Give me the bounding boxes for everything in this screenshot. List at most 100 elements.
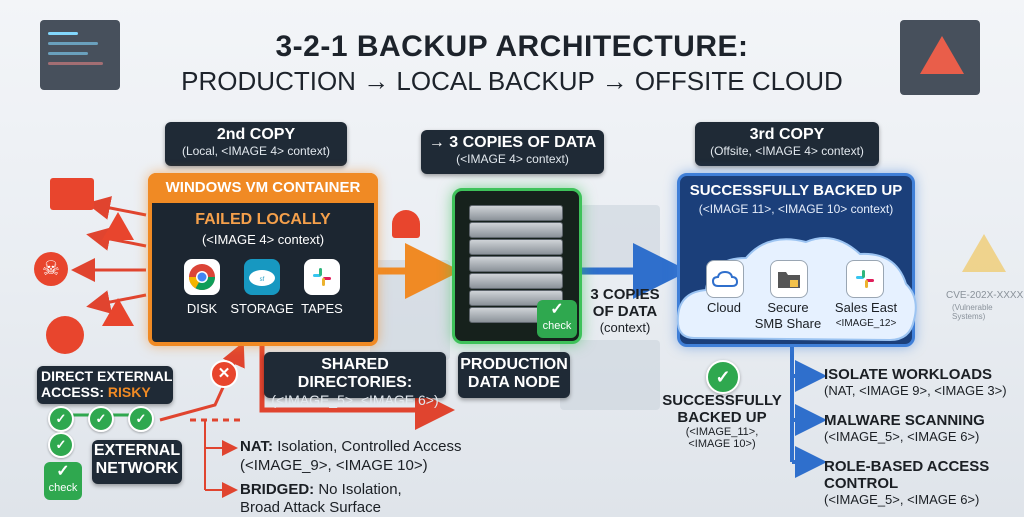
middle-copies-3: (context)	[599, 320, 651, 335]
check-icon: ✓	[706, 360, 740, 394]
smb-app-label: Secure	[767, 300, 809, 315]
branch-nat	[204, 420, 232, 490]
background-panel	[560, 340, 660, 410]
slack-icon	[846, 260, 884, 298]
middle-copies-2: OF DATA	[592, 303, 658, 320]
cloud-container: SUCCESSFULLY BACKED UP (<IMAGE 11>, <IMA…	[676, 173, 917, 347]
arrow-risk-1	[86, 196, 147, 220]
check-icon: ✓	[128, 406, 154, 432]
external-check-badge: ✓ check	[44, 462, 82, 500]
background-monitor-left	[40, 20, 120, 90]
skull-icon: ☠	[34, 252, 68, 286]
nat-desc: Isolation, Controlled Access	[277, 438, 462, 455]
cloud-header: SUCCESSFULLY BACKED UP	[689, 182, 903, 199]
malware-scanning-item: MALWARE SCANNING (<IMAGE_5>, <IMAGE 6>)	[824, 412, 985, 444]
vm-header: WINDOWS VM CONTAINER	[148, 173, 378, 203]
smb-app-sub: SMB Share	[754, 316, 822, 331]
chrome-icon	[184, 259, 220, 295]
backed-up-1: SUCCESSFULLY	[662, 392, 782, 409]
sales-app-sub: <IMAGE_12>	[835, 318, 897, 329]
three-copies-tag: → 3 COPIES OF DATA (<IMAGE 4> context)	[421, 130, 604, 174]
external-check-label: check	[48, 482, 78, 494]
backed-up-note: SUCCESSFULLY BACKED UP (<IMAGE_11>, <IMA…	[660, 392, 784, 450]
backed-up-3: (<IMAGE_11>,	[685, 426, 759, 438]
second-copy-title: 2nd COPY	[216, 126, 296, 143]
vm-context: (<IMAGE 4> context)	[201, 232, 325, 247]
production-server	[452, 188, 582, 344]
blocked-icon: ✕	[210, 360, 238, 388]
direct-access-tag: DIRECT EXTERNAL ACCESS: RISKY	[37, 366, 173, 404]
direct-access-1: DIRECT EXTERNAL	[41, 368, 173, 384]
warning-icon	[102, 212, 134, 240]
nat-title: NAT:	[240, 438, 274, 455]
vm-status: FAILED LOCALLY	[195, 211, 331, 228]
shared-sub: (<IMAGE_5>, <IMAGE 6>)	[271, 392, 439, 408]
shared-title: SHARED DIRECTORIES:	[297, 356, 413, 391]
cloud-app-label: Cloud	[707, 300, 741, 315]
check-icon: ✓	[48, 406, 74, 432]
folder-lock-icon	[770, 260, 808, 298]
bridged-mode: BRIDGED: No Isolation,	[240, 481, 402, 498]
nat-mode: NAT: Isolation, Controlled Access	[240, 438, 461, 455]
third-copy-tag: 3rd COPY (Offsite, <IMAGE 4> context)	[695, 122, 879, 166]
sales-app-label: Sales East	[834, 300, 898, 315]
cve-sublabel: (Vulnerable Systems)	[952, 303, 993, 321]
check-icon: ✓	[550, 301, 564, 318]
second-copy-tag: 2nd COPY (Local, <IMAGE 4> context)	[165, 122, 347, 166]
production-node-label: PRODUCTION DATA NODE	[458, 352, 570, 398]
bridged-title: BRIDGED:	[240, 481, 315, 498]
warning-icon	[102, 298, 134, 326]
warning-icon	[962, 234, 1006, 272]
external-network-2: NETWORK	[95, 460, 179, 477]
risky-label: RISKY	[107, 384, 151, 400]
nat-sub: (<IMAGE_9>, <IMAGE 10>)	[240, 457, 428, 474]
background-monitor-right	[900, 20, 980, 95]
rbac-sub: (<IMAGE_5>, <IMAGE 6>)	[824, 492, 980, 507]
folder-lock-icon	[50, 178, 94, 210]
isolate-sub: (NAT, <IMAGE 9>, <IMAGE 3>)	[824, 383, 1007, 398]
salesforce-icon: sf	[244, 259, 280, 295]
three-copies-sub: (<IMAGE 4> context)	[456, 152, 569, 166]
isolate-title: ISOLATE WORKLOADS	[824, 366, 993, 383]
vm-container: WINDOWS VM CONTAINER FAILED LOCALLY (<IM…	[148, 173, 378, 346]
virus-icon	[46, 316, 84, 354]
direct-access-label: ACCESS:	[41, 384, 105, 400]
warning-icon	[920, 36, 964, 74]
middle-copies-label: 3 COPIES OF DATA (context)	[580, 286, 670, 335]
check-icon: ✓	[48, 432, 74, 458]
app-label-storage: STORAGE	[230, 301, 294, 316]
middle-copies-1: 3 COPIES	[590, 286, 660, 303]
three-copies-title: → 3 COPIES OF DATA	[428, 134, 597, 151]
shared-directories-tag: SHARED DIRECTORIES: (<IMAGE_5>, <IMAGE 6…	[264, 352, 446, 408]
arrow-shared	[259, 340, 455, 430]
slack-icon	[304, 259, 340, 295]
alarm-icon	[392, 210, 420, 238]
external-network-tag: EXTERNAL NETWORK	[92, 440, 182, 484]
direct-access-2: ACCESS: RISKY	[41, 384, 173, 400]
rbac-item: ROLE-BASED ACCESS CONTROL (<IMAGE_5>, <I…	[824, 458, 989, 507]
backed-up-2: BACKED UP	[677, 409, 767, 426]
app-label-tapes: TAPES	[301, 301, 343, 316]
svg-text:sf: sf	[260, 277, 265, 283]
bridged-desc: No Isolation,	[318, 481, 402, 498]
check-icon: ✓	[88, 406, 114, 432]
isolate-workloads-item: ISOLATE WORKLOADS (NAT, <IMAGE 9>, <IMAG…	[824, 366, 1007, 398]
cloud-context: (<IMAGE 11>, <IMAGE 10> context)	[698, 202, 894, 216]
third-copy-sub: (Offsite, <IMAGE 4> context)	[710, 144, 864, 158]
production-label-1: PRODUCTION	[460, 356, 568, 373]
cve-label: CVE-202X-XXXX	[946, 290, 1024, 301]
second-copy-sub: (Local, <IMAGE 4> context)	[181, 144, 331, 158]
malware-title: MALWARE SCANNING	[824, 412, 985, 429]
cloud-icon	[706, 260, 744, 298]
production-label-2: DATA NODE	[467, 374, 561, 391]
page-title: 3-2-1 BACKUP ARCHITECTURE:	[275, 30, 749, 63]
check-icon: ✓	[56, 463, 70, 480]
page-subtitle: PRODUCTION → LOCAL BACKUP → OFFSITE CLOU…	[181, 66, 843, 96]
third-copy-title: 3rd COPY	[749, 126, 825, 143]
bridged-desc2: Broad Attack Surface	[240, 499, 381, 516]
external-network-1: EXTERNAL	[93, 442, 181, 459]
backed-up-4: <IMAGE 10>)	[688, 438, 756, 450]
rbac-title2: CONTROL	[824, 475, 899, 492]
app-label-disk: DISK	[186, 301, 218, 316]
malware-sub: (<IMAGE_5>, <IMAGE 6>)	[824, 429, 980, 444]
